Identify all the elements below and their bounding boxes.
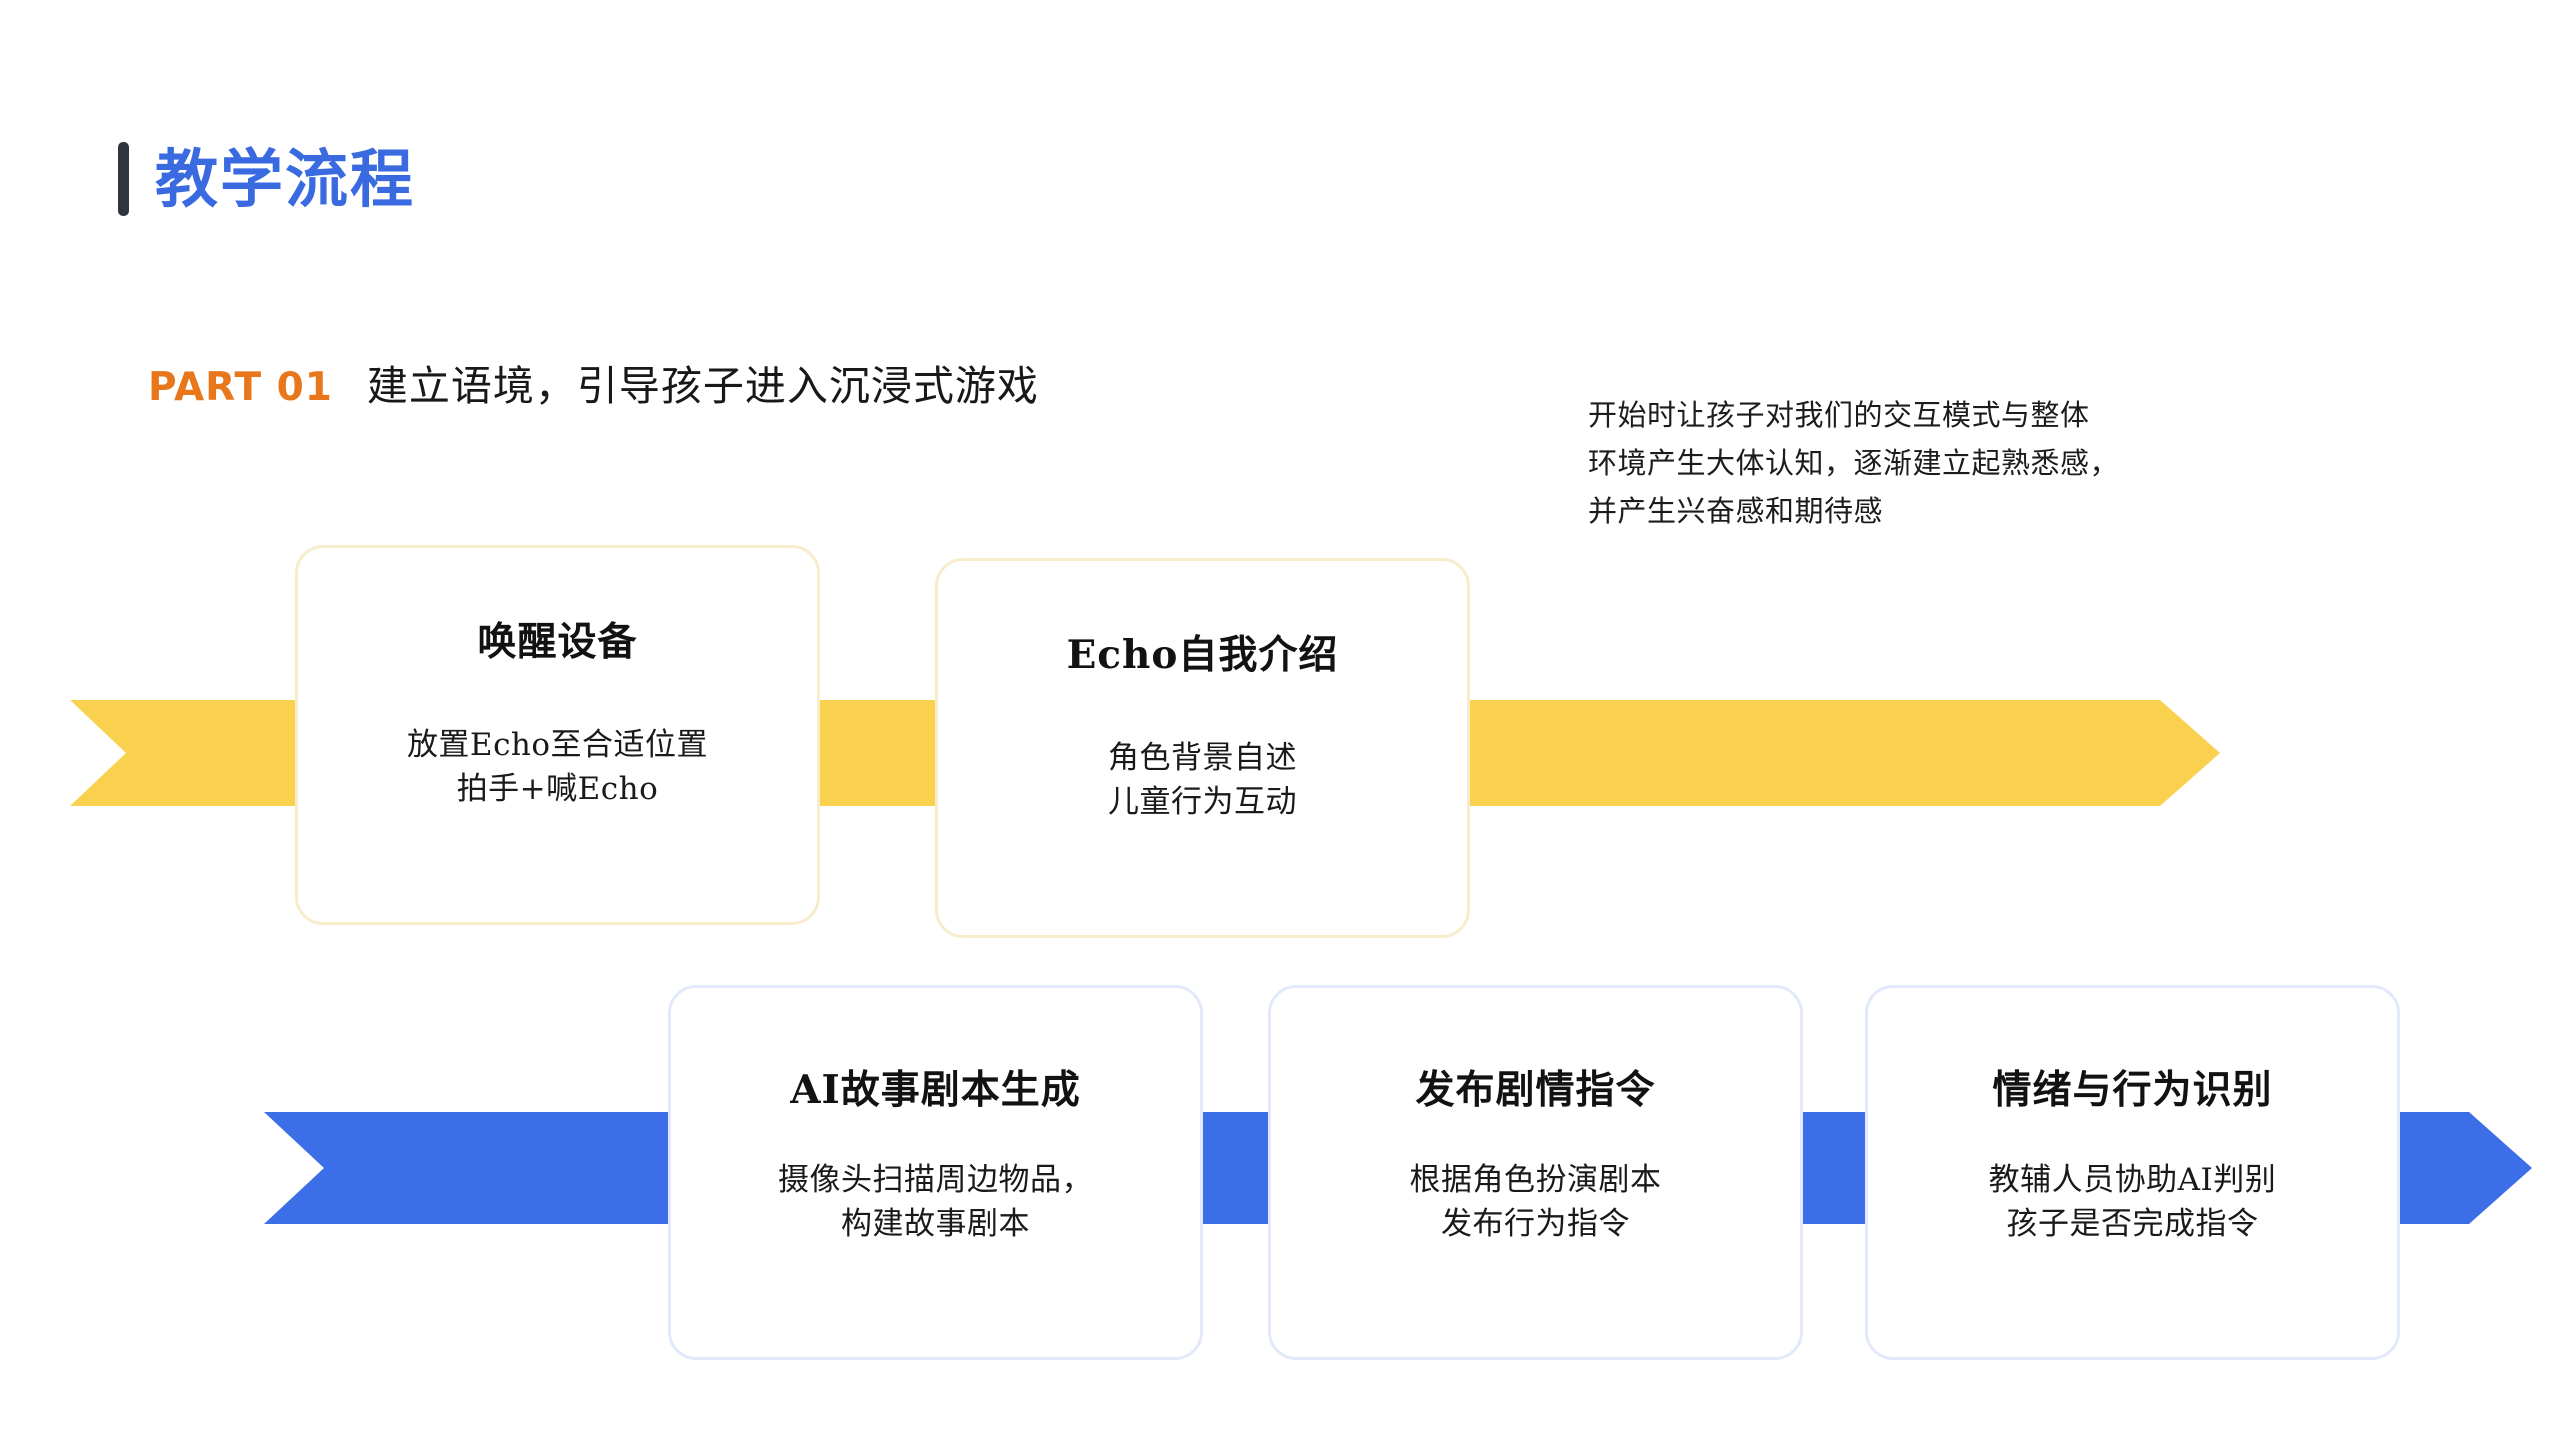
card-body: 角色背景自述 儿童行为互动 <box>1108 736 1297 824</box>
card-title: Echo自我介绍 <box>1066 632 1339 678</box>
side-note-line-2: 环境产生大体认知，逐渐建立起熟悉感， <box>1588 445 2120 480</box>
part-number-tag: PART 01 <box>148 365 333 410</box>
card-body-line-1: 放置Echo至合适位置 <box>406 726 709 763</box>
card-body-line-1: 角色背景自述 <box>1108 739 1297 776</box>
flow-card-emotion-behavior-recognition[interactable]: 情绪与行为识别 教辅人员协助AI判别 孩子是否完成指令 <box>1865 985 2400 1360</box>
flow-card-publish-plot-command[interactable]: 发布剧情指令 根据角色扮演剧本 发布行为指令 <box>1268 985 1803 1360</box>
page-title: 教学流程 <box>155 141 415 216</box>
page-header: 教学流程 <box>118 142 415 216</box>
card-title: 发布剧情指令 <box>1415 1067 1656 1113</box>
side-note-line-3: 并产生兴奋感和期待感 <box>1588 493 1884 528</box>
side-note-line-1: 开始时让孩子对我们的交互模式与整体 <box>1588 398 2090 432</box>
part-heading: 建立语境，引导孩子进入沉浸式游戏 <box>366 362 1039 410</box>
card-body-line-1: 根据角色扮演剧本 <box>1409 1161 1662 1198</box>
card-body: 根据角色扮演剧本 发布行为指令 <box>1410 1158 1662 1246</box>
card-body-line-2: 孩子是否完成指令 <box>2006 1205 2259 1242</box>
card-title: 情绪与行为识别 <box>1992 1067 2273 1113</box>
side-note-paragraph: 开始时让孩子对我们的交互模式与整体 环境产生大体认知，逐渐建立起熟悉感， 并产生… <box>1588 392 2288 536</box>
flow-card-ai-story-script[interactable]: AI故事剧本生成 摄像头扫描周边物品， 构建故事剧本 <box>668 985 1203 1360</box>
flow-card-echo-intro[interactable]: Echo自我介绍 角色背景自述 儿童行为互动 <box>935 558 1470 938</box>
card-body-line-1: 摄像头扫描周边物品， <box>778 1161 1093 1198</box>
card-title: 唤醒设备 <box>477 619 638 665</box>
card-body-line-1: 教辅人员协助AI判别 <box>1988 1161 2277 1198</box>
card-body: 教辅人员协助AI判别 孩子是否完成指令 <box>1989 1158 2277 1246</box>
flow-card-wake-device[interactable]: 唤醒设备 放置Echo至合适位置 拍手+喊Echo <box>295 545 820 925</box>
card-body-line-2: 儿童行为互动 <box>1108 783 1297 820</box>
card-body: 摄像头扫描周边物品， 构建故事剧本 <box>778 1158 1093 1246</box>
card-body-line-2: 拍手+喊Echo <box>456 770 659 807</box>
card-title: AI故事剧本生成 <box>790 1067 1081 1113</box>
card-body: 放置Echo至合适位置 拍手+喊Echo <box>407 723 708 811</box>
card-body-line-2: 发布行为指令 <box>1441 1205 1630 1242</box>
part-label-row: PART 01 建立语境，引导孩子进入沉浸式游戏 <box>148 352 1039 412</box>
card-body-line-2: 构建故事剧本 <box>841 1205 1030 1242</box>
title-accent-bar <box>118 142 129 216</box>
